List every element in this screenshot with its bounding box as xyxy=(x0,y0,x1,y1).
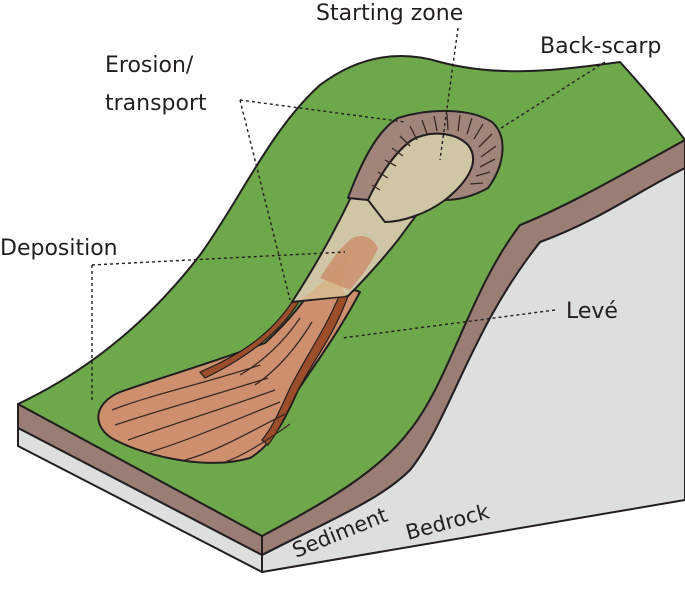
label-erosion-line2: transport xyxy=(105,91,207,116)
label-deposition: Deposition xyxy=(0,236,118,261)
leader-lines xyxy=(91,27,606,400)
label-leve: Levé xyxy=(566,299,618,324)
channel-deposit-tongue xyxy=(320,235,378,290)
leve-right xyxy=(261,293,349,446)
transport-channel-shading xyxy=(300,250,352,300)
deposition-ridges xyxy=(111,317,313,463)
leader-deposition-channel xyxy=(91,251,346,266)
leader-starting-zone xyxy=(439,27,459,161)
label-back-scarp: Back-scarp xyxy=(540,34,661,59)
label-starting-zone: Starting zone xyxy=(316,1,463,26)
leader-erosion-channel xyxy=(239,99,291,301)
scarp-striations xyxy=(371,113,497,191)
label-erosion-line1: Erosion/ xyxy=(105,53,194,78)
leader-erosion-scarp xyxy=(239,99,406,123)
bedrock-strip-front xyxy=(17,427,263,573)
